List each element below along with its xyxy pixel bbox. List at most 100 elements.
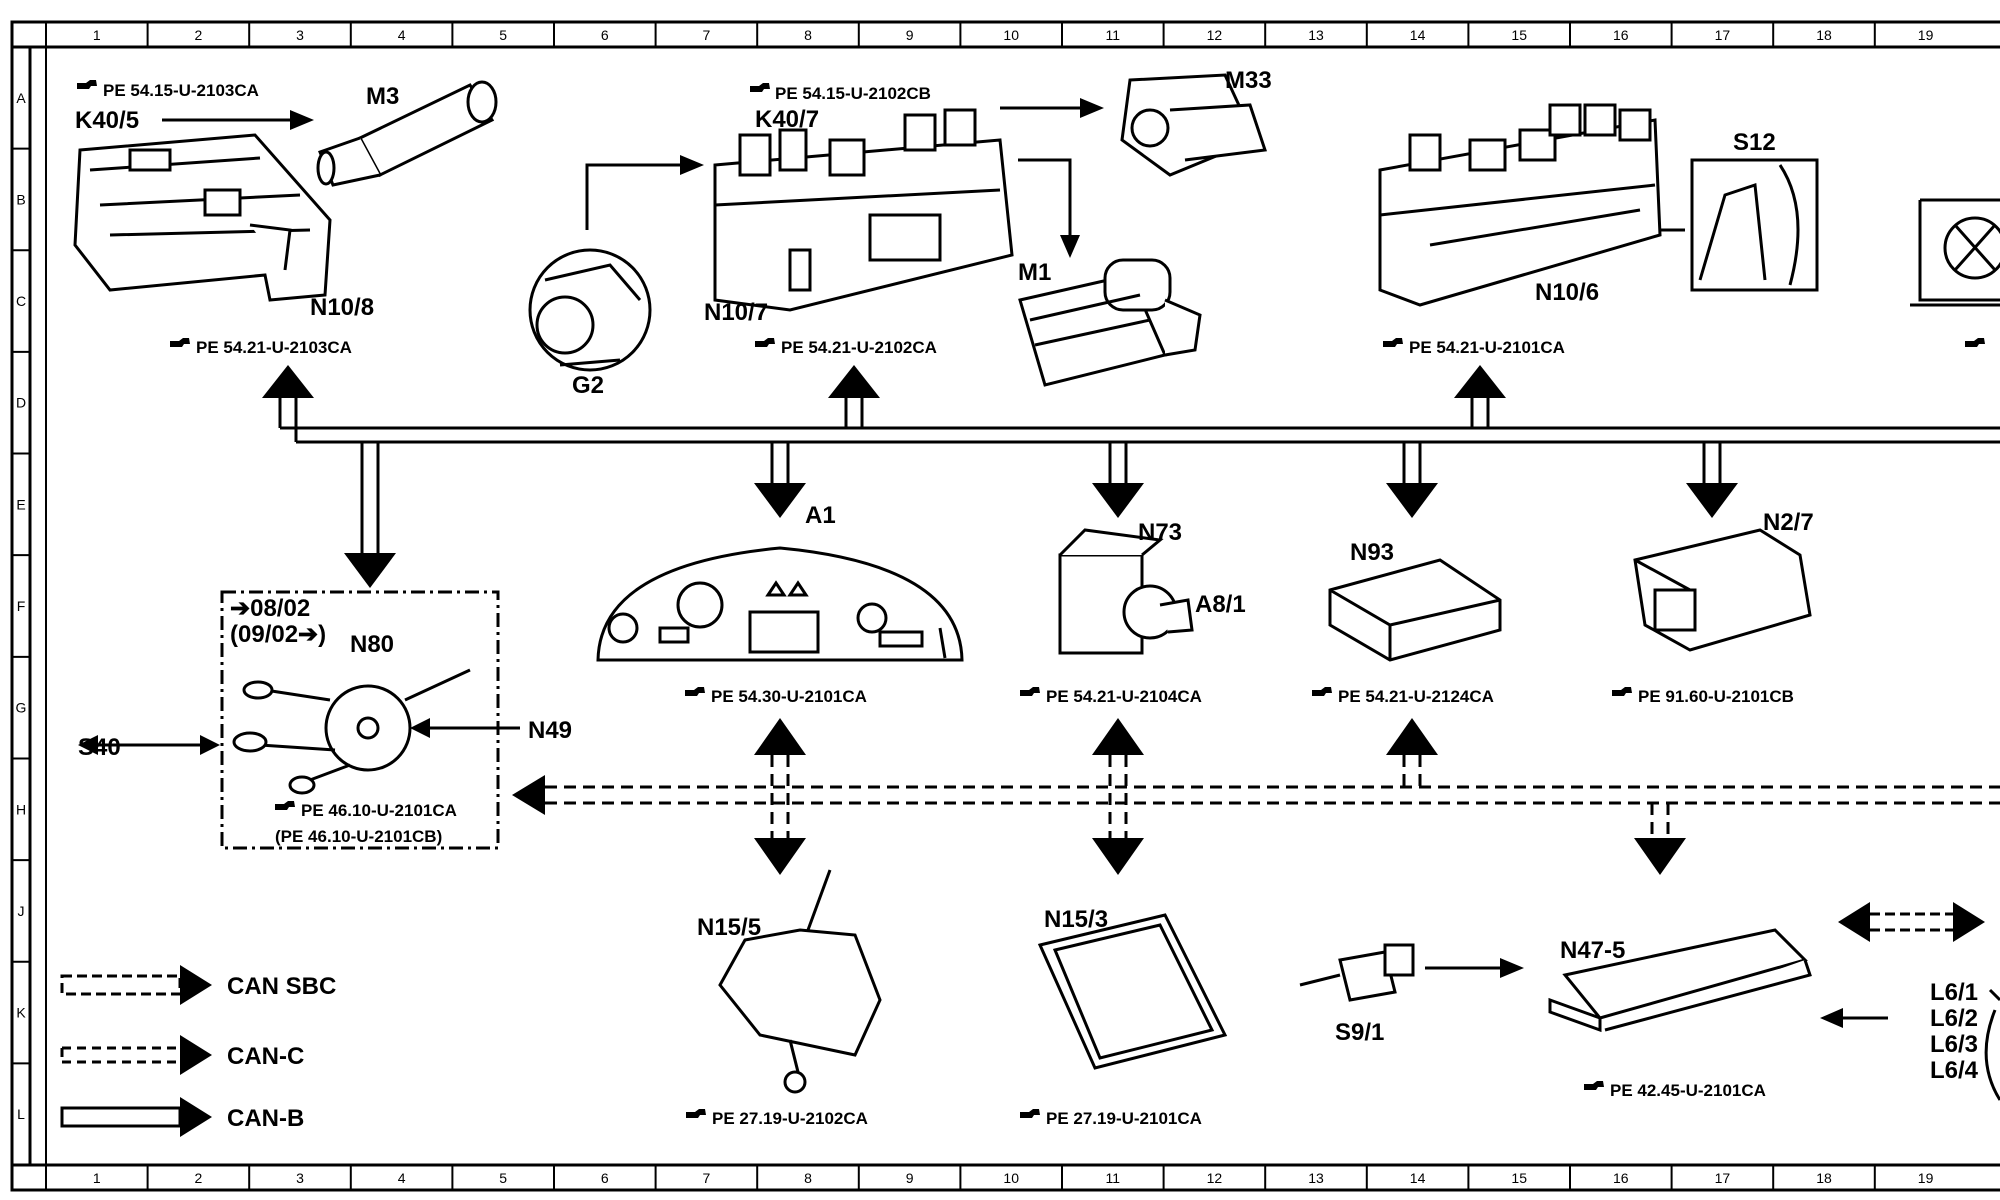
label-n47-5: N47-5 [1560, 937, 1625, 964]
label-date-a: ➔08/02 [230, 595, 310, 622]
pointer-hand-icon [750, 83, 770, 92]
pointer-hand-icon [1020, 1109, 1040, 1118]
k40-7-n10-7-fuse-box [713, 108, 1014, 312]
label-n10-7: N10/7 [704, 299, 768, 326]
n93-module [1328, 558, 1502, 662]
label-date-b: (09/02➔) [230, 621, 326, 648]
grid-column-label: 19 [1918, 27, 1934, 43]
signal-arrowheads [78, 98, 1843, 1028]
n10-6-sam-fuse-box [1378, 103, 1662, 307]
grid-column-label: 7 [703, 27, 711, 43]
grid-column-label: 12 [1207, 27, 1223, 43]
ref-n80-a: PE 46.10-U-2101CA [301, 801, 457, 820]
label-l6-4: L6/4 [1930, 1057, 1979, 1084]
grid-column-label: 9 [906, 1170, 914, 1186]
grid-column-label: 6 [601, 27, 609, 43]
grid-column-label: 13 [1308, 1170, 1324, 1186]
m3-fuel-pump [316, 80, 498, 187]
label-m1: M1 [1018, 259, 1051, 286]
k40-5-n10-8-fuse-box [73, 133, 332, 302]
grid-column-label: 13 [1308, 27, 1324, 43]
pointer-hand-icon [686, 1109, 706, 1118]
ref-n10-6: PE 54.21-U-2101CA [1409, 338, 1565, 357]
ref-n47-5: PE 42.45-U-2101CA [1610, 1081, 1766, 1100]
reference-labels: PE 54.15-U-2103CA PE 54.15-U-2102CB PE 5… [103, 81, 1794, 1128]
pointer-hand-icon [1020, 687, 1040, 696]
grid-row-label: J [18, 903, 25, 919]
label-k40-7: K40/7 [755, 106, 819, 133]
steering-wheel-inset [1910, 198, 2000, 307]
label-n10-8: N10/8 [310, 294, 374, 321]
grid-column-label: 8 [804, 27, 812, 43]
grid-column-label: 1 [93, 1170, 101, 1186]
pointer-hand-icon [1383, 338, 1403, 347]
pointer-hand-icon [755, 338, 775, 347]
grid-row-label: A [16, 90, 26, 106]
ref-n15-3: PE 27.19-U-2101CA [1046, 1109, 1202, 1128]
label-n93: N93 [1350, 539, 1394, 566]
label-a1: A1 [805, 502, 836, 529]
l6-wheel-sensor [1984, 988, 2000, 1101]
label-n73: N73 [1138, 519, 1182, 546]
n80-variant-box [220, 590, 500, 850]
grid-column-label: 12 [1207, 1170, 1223, 1186]
label-n15-5: N15/5 [697, 914, 761, 941]
grid-row-label: D [16, 395, 26, 411]
pointer-hand-icon [685, 687, 705, 696]
grid-column-label: 16 [1613, 1170, 1629, 1186]
grid-column-labels: 1122334455667788991010111112121313141415… [45, 22, 1934, 1190]
grid-column-label: 10 [1003, 27, 1019, 43]
pointer-hand-icon [1312, 687, 1332, 696]
legend-can-sbc-symbol [60, 965, 212, 1005]
grid-row-label: G [16, 700, 27, 716]
grid-column-label: 17 [1715, 1170, 1731, 1186]
grid-column-label: 4 [398, 27, 406, 43]
pointer-hand-icon [1965, 338, 1985, 347]
grid-column-label: 9 [906, 27, 914, 43]
legend-label-can-c: CAN-C [227, 1043, 304, 1070]
grid-column-label: 5 [499, 27, 507, 43]
grid-column-label: 15 [1511, 27, 1527, 43]
grid-row-label: K [16, 1005, 26, 1021]
grid-row-label: C [16, 293, 26, 309]
label-n49: N49 [528, 717, 572, 744]
a1-instrument-cluster [596, 546, 964, 662]
legend-label-can-b: CAN-B [227, 1105, 304, 1132]
ref-n10-8: PE 54.21-U-2103CA [196, 338, 352, 357]
grid-column-label: 11 [1106, 27, 1121, 43]
label-l6-3: L6/3 [1930, 1031, 1978, 1058]
grid-column-label: 19 [1918, 1170, 1934, 1186]
label-a8-1: A8/1 [1195, 591, 1246, 618]
legend [60, 965, 212, 1137]
ref-n73: PE 54.21-U-2104CA [1046, 687, 1202, 706]
legend-can-b-symbol [60, 1097, 212, 1137]
grid-column-label: 11 [1106, 1170, 1121, 1186]
label-k40-5: K40/5 [75, 107, 139, 134]
can-b-bus [278, 395, 2000, 555]
can-c-bus [545, 755, 2000, 838]
label-m33: M33 [1225, 67, 1272, 94]
can-b-arrowheads [262, 365, 1738, 588]
s9-1-brake-switch [1299, 943, 1415, 1002]
label-n15-3: N15/3 [1044, 906, 1108, 933]
s12-switch-inset [1690, 158, 1819, 292]
grid-column-label: 18 [1816, 1170, 1832, 1186]
grid-column-label: 1 [93, 27, 101, 43]
ref-n80-b: (PE 46.10-U-2101CB) [275, 827, 442, 846]
ref-k40-7: PE 54.15-U-2102CB [775, 84, 931, 103]
grid-column-label: 2 [195, 1170, 203, 1186]
legend-can-c-symbol [60, 1035, 212, 1075]
can-c-arrowheads [512, 718, 1985, 942]
can-sbc-right-link [1870, 912, 1953, 932]
ref-k40-5: PE 54.15-U-2103CA [103, 81, 259, 100]
m1-starter [1018, 258, 1202, 387]
label-s12: S12 [1733, 129, 1776, 156]
m33-air-pump [1120, 73, 1268, 177]
pointer-hand-icon [170, 338, 190, 347]
n73-ignition-switch [1058, 528, 1194, 655]
grid-column-label: 5 [499, 1170, 507, 1186]
grid-row-label: L [17, 1106, 25, 1122]
n80-steering-column-module [232, 668, 471, 795]
component-labels: K40/5 M3 N10/8 K40/7 G2 N10/7 M33 M1 N10… [75, 67, 1979, 1084]
